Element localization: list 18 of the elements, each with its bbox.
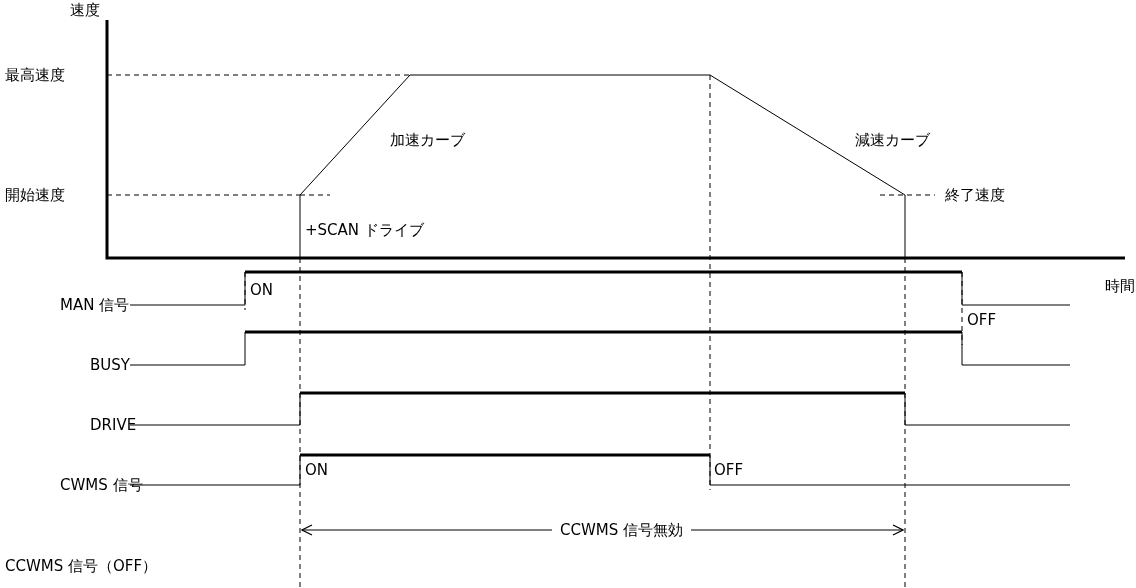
dimension-label: CCWMS 信号無効 [552, 521, 691, 539]
axis-label: 速度 [70, 1, 100, 19]
signal-name: CWMS 信号 [60, 476, 143, 494]
state-label: ON [250, 281, 274, 299]
tick-label: 最高速度 [5, 66, 65, 84]
axis-label: 時間 [1105, 277, 1135, 295]
tick-label: 終了速度 [945, 186, 1005, 204]
state-label: OFF [714, 461, 744, 479]
curve-label: 減速カーブ [855, 131, 930, 149]
signal-name: BUSY [90, 356, 130, 374]
state-label: OFF [967, 311, 997, 329]
curve-label: 加速カーブ [390, 131, 465, 149]
curve-label: +SCAN ドライブ [305, 221, 424, 239]
signal-name: CCWMS 信号（OFF） [5, 557, 158, 575]
tick-label: 開始速度 [5, 186, 65, 204]
signal-name: DRIVE [90, 416, 137, 434]
state-label: ON [305, 461, 329, 479]
signal-name: MAN 信号 [60, 296, 130, 314]
